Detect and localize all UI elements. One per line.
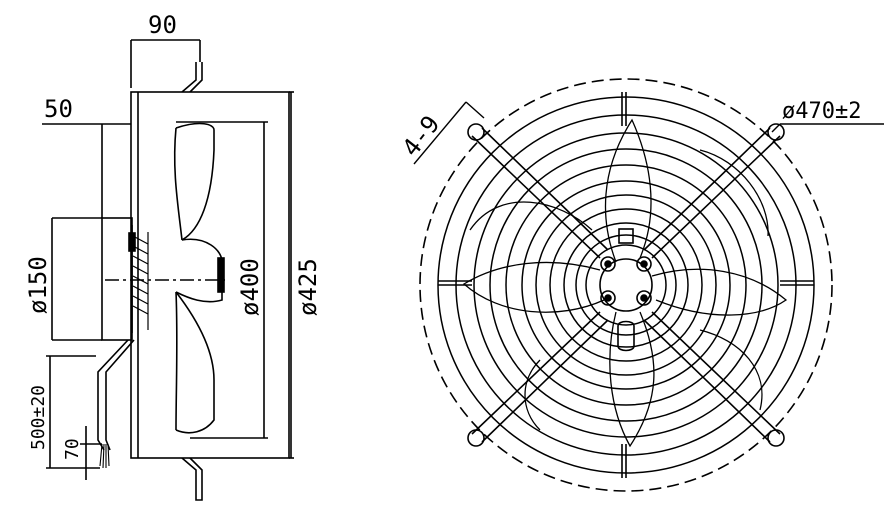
dim-frame-diameter-label: ø425 bbox=[294, 258, 322, 316]
flange-top bbox=[181, 62, 197, 93]
dim-depth-label: 90 bbox=[148, 11, 177, 39]
mount-circle bbox=[419, 78, 833, 492]
dim-cable-strip-label: 70 bbox=[62, 438, 83, 460]
hub-plate bbox=[217, 257, 225, 293]
dim-leader-mount-holes bbox=[413, 101, 467, 165]
motor-housing bbox=[101, 217, 133, 341]
front-view bbox=[413, 78, 884, 492]
dim-leader-mount-circle-tip bbox=[771, 123, 781, 133]
dim-blade-diameter-label: ø400 bbox=[236, 258, 264, 316]
dim-mount-holes-label: 4-9 bbox=[397, 110, 446, 161]
frame-ring bbox=[130, 91, 290, 459]
dim-line-mount-holes bbox=[465, 101, 485, 119]
blade-top bbox=[175, 122, 215, 241]
flange-bottom bbox=[181, 457, 203, 501]
side-view bbox=[42, 39, 294, 501]
blade-bottom bbox=[175, 291, 215, 434]
cable-wires bbox=[99, 443, 110, 469]
motor-bracket bbox=[128, 232, 136, 252]
fan-blades bbox=[462, 118, 788, 448]
cable-gland bbox=[617, 320, 635, 352]
blade-middle bbox=[175, 238, 223, 303]
guard-cross-bars bbox=[438, 92, 814, 478]
cable-outer bbox=[105, 339, 135, 451]
label-plate bbox=[618, 228, 634, 244]
blade-bottom-edge bbox=[175, 291, 178, 431]
mount-tabs bbox=[467, 123, 785, 447]
hub bbox=[599, 228, 653, 352]
blade-top-edge bbox=[173, 127, 183, 241]
dim-motor-diameter-label: ø150 bbox=[24, 256, 52, 314]
guard-rings bbox=[437, 96, 815, 474]
dim-offset-label: 50 bbox=[44, 95, 73, 123]
flange-top-inner bbox=[189, 62, 203, 93]
dim-cable-length-label: 500±20 bbox=[28, 385, 49, 450]
dim-mount-circle-label: ø470±2 bbox=[782, 99, 861, 124]
support-bars bbox=[471, 127, 781, 443]
cable bbox=[97, 339, 129, 451]
